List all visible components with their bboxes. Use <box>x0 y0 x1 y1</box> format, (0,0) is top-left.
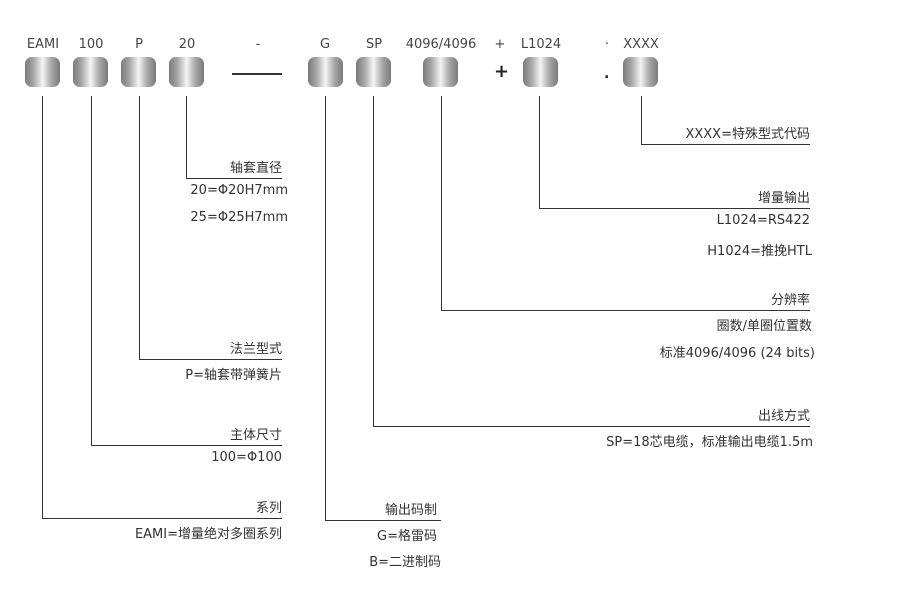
dash-separator <box>232 73 282 75</box>
resolution-title: 分辨率 <box>770 293 810 308</box>
flange-title: 法兰型式 <box>229 342 282 357</box>
sleeve-title: 轴套直径 <box>229 161 282 176</box>
code-resolution: 4096/4096 <box>405 37 477 52</box>
leader-series <box>42 96 44 519</box>
series-option: EAMI=增量绝对多圈系列 <box>134 527 282 542</box>
code-block-resolution <box>423 57 458 87</box>
code-size: 100 <box>78 37 104 52</box>
special-title: XXXX=特殊型式代码 <box>685 127 810 142</box>
output-code-title: 输出码制 <box>384 503 437 518</box>
flange-option: P=轴套带弹簧片 <box>185 368 282 383</box>
underline-cable <box>373 426 810 428</box>
code-plus: + <box>494 37 506 52</box>
underline-sleeve <box>186 178 282 180</box>
underline-incremental <box>539 208 810 210</box>
code-dash: - <box>255 37 261 52</box>
code-block-cable <box>356 57 391 87</box>
leader-flange <box>139 96 141 360</box>
code-block-series <box>25 57 60 87</box>
underline-special <box>641 144 810 146</box>
code-sleeve: 20 <box>178 37 196 52</box>
code-block-size <box>73 57 108 87</box>
leader-resolution <box>441 96 443 311</box>
code-block-special <box>623 57 658 87</box>
code-special: XXXX <box>623 37 659 52</box>
output-code-option: B=二进制码 <box>369 555 441 570</box>
code-incremental: L1024 <box>520 37 562 52</box>
size-option: 100=Φ100 <box>211 450 282 465</box>
sleeve-option: 20=Φ20H7mm <box>190 183 288 198</box>
code-block-flange <box>121 57 156 87</box>
cable-title: 出线方式 <box>757 409 810 424</box>
code-series: EAMI <box>26 37 60 52</box>
output-code-option: G=格雷码 <box>377 529 437 544</box>
underline-size <box>91 445 282 447</box>
leader-cable <box>373 96 375 427</box>
code-output: G <box>319 37 331 52</box>
leader-sleeve <box>186 96 188 179</box>
incremental-title: 增量输出 <box>757 191 810 206</box>
code-flange: P <box>135 37 143 52</box>
leader-incremental <box>539 96 541 209</box>
series-title: 系列 <box>255 501 282 516</box>
plus-symbol: + <box>494 61 510 82</box>
leader-output <box>325 96 327 521</box>
code-dot: · <box>604 37 610 52</box>
size-title: 主体尺寸 <box>229 428 282 443</box>
leader-special <box>641 96 643 145</box>
code-block-sleeve <box>169 57 204 87</box>
resolution-option: 标准4096/4096 (24 bits) <box>659 346 815 361</box>
underline-output <box>325 520 441 522</box>
underline-resolution <box>441 310 810 312</box>
sleeve-option: 25=Φ25H7mm <box>190 210 288 225</box>
resolution-option: 圈数/单圈位置数 <box>716 319 812 334</box>
leader-size <box>91 96 93 446</box>
underline-flange <box>139 359 282 361</box>
dot-symbol: . <box>604 66 610 82</box>
cable-option: SP=18芯电缆，标准输出电缆1.5m <box>606 435 813 450</box>
code-cable: SP <box>365 37 383 52</box>
incremental-option: H1024=推挽HTL <box>707 244 812 259</box>
code-block-incremental <box>523 57 558 87</box>
incremental-option: L1024=RS422 <box>716 213 810 228</box>
code-block-output <box>308 57 343 87</box>
underline-series <box>42 518 282 520</box>
